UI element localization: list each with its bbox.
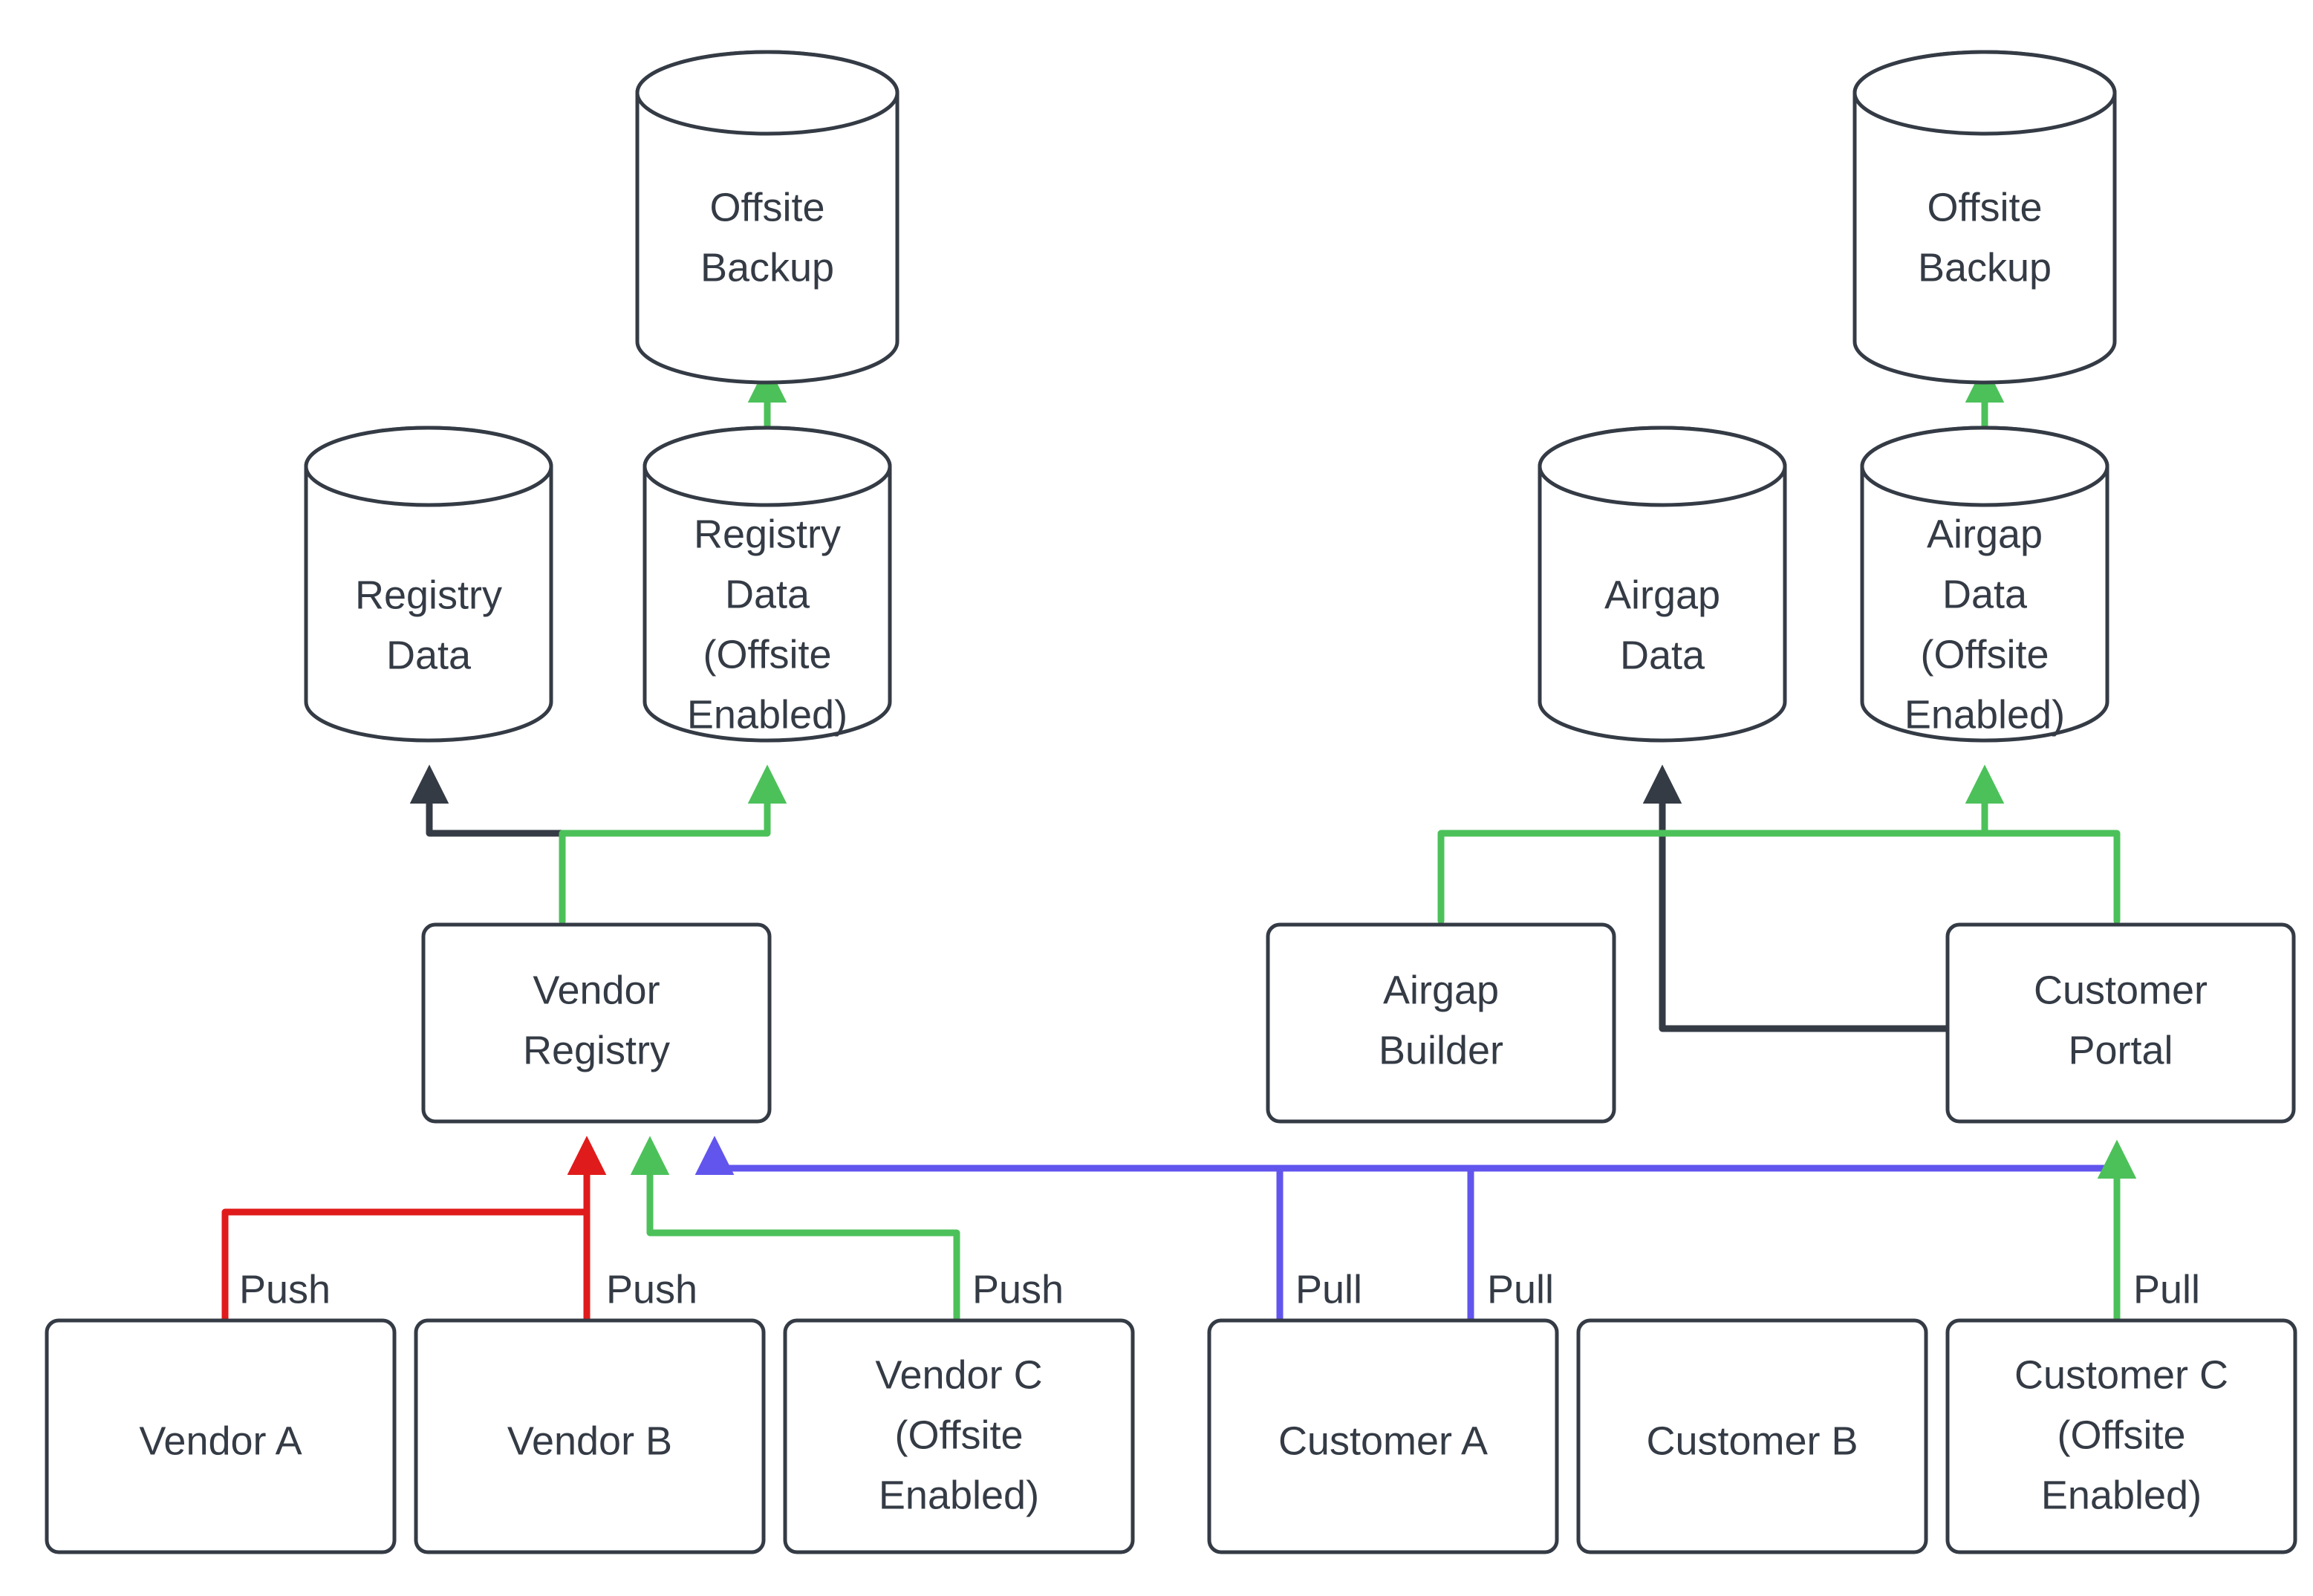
offsite-backup-left-line1: Offsite: [709, 185, 824, 229]
vendor-b-label: Vendor B: [507, 1419, 672, 1463]
label-vendor-b-push: Push: [606, 1267, 697, 1312]
node-customer-portal[interactable]: Customer Portal: [1945, 922, 2296, 1124]
node-vendor-b[interactable]: Vendor B: [414, 1318, 766, 1554]
customer-a-label: Customer A: [1278, 1419, 1488, 1463]
offsite-backup-right-line2: Backup: [1918, 245, 2052, 290]
edge-customer-b-pull: [694, 1136, 1474, 1322]
airgap-data-offsite-line1: Airgap: [1927, 512, 2043, 556]
label-vendor-a-push: Push: [239, 1267, 331, 1312]
node-vendor-a[interactable]: Vendor A: [45, 1318, 397, 1554]
node-customer-c[interactable]: Customer C (Offsite Enabled): [1945, 1318, 2297, 1554]
edge-vendor-registry-to-registry-data-offsite: [559, 764, 787, 925]
label-vendor-c-push: Push: [972, 1267, 1064, 1312]
registry-data-offsite-line3: (Offsite: [703, 632, 831, 677]
airgap-data-offsite-line3: (Offsite: [1920, 632, 2049, 677]
offsite-backup-left-line2: Backup: [700, 245, 834, 290]
edge-vendor-registry-to-registry-data: [409, 764, 566, 925]
label-customer-c-pull: Pull: [2133, 1267, 2200, 1312]
node-registry-data[interactable]: Registry Data: [304, 426, 553, 743]
registry-data-line1: Registry: [355, 573, 502, 617]
offsite-backup-right-line1: Offsite: [1927, 185, 2042, 229]
customer-b-label: Customer B: [1646, 1419, 1858, 1463]
node-offsite-backup-left[interactable]: Offsite Backup: [635, 50, 900, 385]
registry-data-offsite-line2: Data: [725, 572, 810, 616]
registry-data-line2: Data: [386, 633, 472, 677]
vendor-c-line1: Vendor C: [875, 1352, 1042, 1397]
airgap-data-line1: Airgap: [1604, 573, 1720, 617]
airgap-data-offsite-line4: Enabled): [1904, 692, 2065, 737]
edge-label-group: Push Push Push Pull Pull Pull: [235, 1267, 2248, 1313]
node-customer-a[interactable]: Customer A: [1207, 1318, 1559, 1554]
customer-c-line1: Customer C: [2014, 1352, 2228, 1397]
customer-c-line2: (Offsite: [2057, 1413, 2185, 1457]
node-vendor-c[interactable]: Vendor C (Offsite Enabled): [783, 1318, 1135, 1554]
customer-c-line3: Enabled): [2041, 1473, 2202, 1517]
vendor-c-line2: (Offsite: [894, 1413, 1023, 1457]
edge-customer-portal-to-airgap-data: [1642, 764, 1950, 1032]
label-customer-b-pull: Pull: [1487, 1267, 1554, 1312]
registry-data-offsite-line4: Enabled): [687, 692, 848, 737]
vendor-a-label: Vendor A: [139, 1419, 302, 1463]
node-registry-data-offsite[interactable]: Registry Data (Offsite Enabled): [642, 426, 892, 743]
registry-data-offsite-line1: Registry: [694, 512, 841, 556]
customer-portal-line2: Portal: [2068, 1028, 2173, 1072]
node-airgap-data[interactable]: Airgap Data: [1538, 426, 1787, 743]
vendor-registry-line2: Registry: [523, 1028, 670, 1072]
customer-portal-line1: Customer: [2034, 968, 2208, 1012]
airgap-builder-line1: Airgap: [1383, 968, 1499, 1012]
vendor-c-line3: Enabled): [879, 1473, 1039, 1517]
vendor-registry-line1: Vendor: [533, 968, 660, 1012]
airgap-builder-line2: Builder: [1379, 1028, 1503, 1072]
node-vendor-registry[interactable]: Vendor Registry: [421, 922, 772, 1124]
edge-airgap-builder-to-airgap-data-offsite: [1437, 764, 2005, 925]
airgap-data-line2: Data: [1620, 633, 1705, 677]
node-customer-b[interactable]: Customer B: [1576, 1318, 1928, 1554]
node-airgap-builder[interactable]: Airgap Builder: [1266, 922, 1616, 1124]
label-customer-a-pull: Pull: [1295, 1267, 1362, 1312]
node-offsite-backup-right[interactable]: Offsite Backup: [1852, 50, 2117, 385]
airgap-data-offsite-line2: Data: [1942, 572, 2028, 616]
edge-vendor-c-push: [630, 1136, 960, 1322]
node-airgap-data-offsite[interactable]: Airgap Data (Offsite Enabled): [1860, 426, 2109, 743]
edge-customer-portal-to-offsite-bus: [1981, 830, 2121, 925]
